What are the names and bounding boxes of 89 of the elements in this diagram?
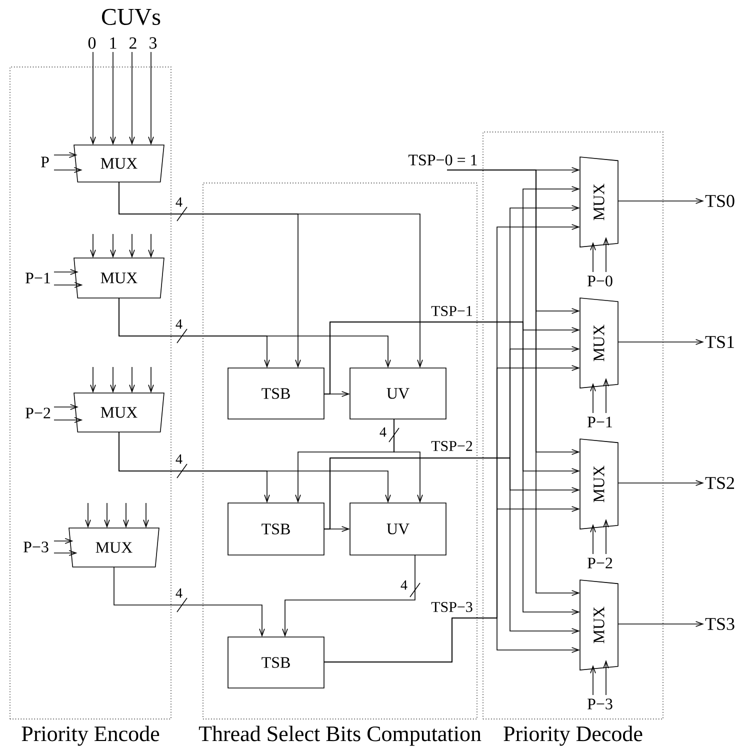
- wire-arrow: [110, 366, 116, 393]
- edge-label: 4: [175, 454, 183, 464]
- edge-label: 4: [175, 196, 183, 208]
- signal-label: P−2: [588, 558, 612, 568]
- wire-arrow: [129, 366, 135, 393]
- node-label: Priority Decode: [504, 726, 642, 746]
- wire-arrow: [590, 242, 596, 272]
- wire-arrow: [618, 621, 704, 627]
- wire-arrow: [54, 404, 78, 410]
- multiplexer: MUX: [580, 298, 618, 388]
- edge-label: 4: [379, 426, 387, 438]
- edge-label: 4: [175, 588, 183, 598]
- logic-block: TSB: [228, 368, 324, 420]
- edge-label: TSP−1: [430, 305, 474, 317]
- edge-label: 4: [175, 318, 183, 330]
- wire-arrow: [603, 378, 609, 414]
- wire-arrow: [90, 366, 96, 393]
- wire-arrow: [85, 502, 91, 528]
- multiplexer: MUX: [580, 438, 618, 530]
- wire-arrow: [54, 538, 74, 544]
- wire-arrow: [129, 52, 135, 145]
- wire-arrow: [446, 170, 580, 596]
- wire-arrow: [603, 237, 609, 272]
- logic-block: TSB: [228, 636, 324, 688]
- edge-label: TSP−3: [430, 601, 474, 613]
- wire-arrow: [54, 282, 83, 288]
- logic-block: UV: [350, 502, 446, 556]
- wire-arrow: [324, 322, 580, 615]
- node-label: Thread Select Bits Computation: [198, 726, 482, 746]
- wire-arrow: [618, 198, 704, 204]
- signal-label: 1: [110, 37, 116, 49]
- signal-label: P: [41, 156, 49, 168]
- signal-label: P−3: [588, 698, 612, 710]
- signal-label: P−1: [26, 272, 50, 284]
- signal-label: P−0: [588, 276, 612, 286]
- wire-arrow: [118, 432, 391, 503]
- wire-arrow: [143, 502, 149, 528]
- multiplexer: MUX: [580, 156, 618, 248]
- wire-arrow: [324, 618, 580, 662]
- multiplexer: MUX: [74, 258, 164, 298]
- signal-label: 2: [130, 37, 136, 49]
- logic-block: TSB: [228, 502, 324, 556]
- wire-arrow: [54, 152, 78, 158]
- wire-arrow: [123, 502, 129, 528]
- wire-arrow: [118, 182, 423, 368]
- wire-arrow: [90, 52, 96, 145]
- multiplexer: MUX: [580, 580, 618, 670]
- signal-label: TSP−0 = 1: [408, 154, 477, 166]
- wire-arrow: [282, 554, 416, 637]
- wire-arrow: [394, 418, 423, 503]
- multiplexer: MUX: [68, 528, 160, 568]
- signal-label: TS3: [705, 618, 734, 630]
- wire-arrow: [618, 339, 704, 345]
- multiplexer: MUX: [74, 392, 164, 432]
- wire-arrow: [618, 480, 704, 486]
- wire-arrow: [129, 234, 135, 258]
- node-label: Priority Encode: [22, 726, 160, 746]
- wire-arrow: [603, 519, 609, 554]
- wire-arrow: [324, 458, 580, 634]
- signal-label: TS1: [705, 336, 734, 348]
- wire-arrow: [54, 417, 83, 423]
- wire-arrow: [148, 234, 154, 258]
- wire-arrow: [110, 234, 116, 258]
- edge-label: 4: [400, 580, 408, 590]
- wire-arrow: [590, 665, 596, 696]
- wire-arrow: [118, 298, 391, 368]
- signal-label: TS0: [705, 194, 734, 208]
- edge-label: TSP−2: [430, 440, 474, 452]
- wire-arrow: [603, 660, 609, 696]
- wire-arrow: [54, 269, 78, 275]
- logic-block: UV: [350, 368, 446, 420]
- multiplexer: MUX: [74, 144, 164, 182]
- signal-label: TS2: [705, 476, 734, 490]
- wire-arrow: [590, 383, 596, 414]
- wire-arrow: [114, 566, 265, 637]
- signal-label: 3: [150, 37, 157, 49]
- wire-arrow: [590, 524, 596, 554]
- bus-title: CUVs: [102, 8, 160, 26]
- wire-arrow: [104, 502, 110, 528]
- wire-arrow: [148, 366, 154, 393]
- signal-label: P−3: [24, 542, 48, 552]
- wire-arrow: [54, 167, 82, 173]
- wire-arrow: [110, 52, 116, 145]
- wire-arrow: [90, 234, 96, 258]
- wire-arrow: [54, 550, 78, 556]
- signal-label: P−1: [588, 416, 612, 428]
- signal-label: P−2: [26, 408, 50, 418]
- signal-label: 0: [88, 37, 96, 49]
- wire-arrow: [148, 52, 154, 145]
